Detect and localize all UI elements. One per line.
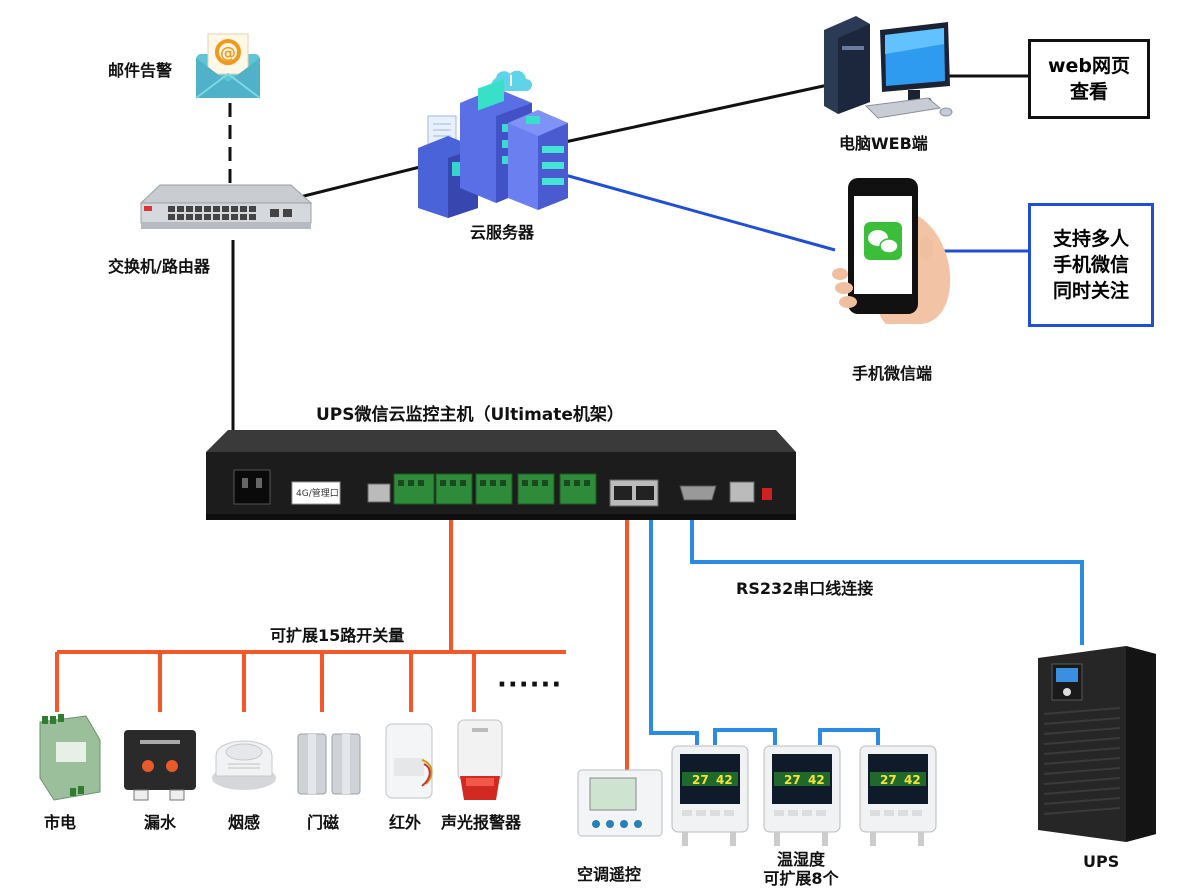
cloud-phone-line	[564, 173, 836, 252]
web-view-line-1: web网页	[1047, 55, 1131, 77]
sensor-label-mains: 市电	[44, 813, 77, 832]
ups-cabinet-icon	[1030, 644, 1162, 848]
temp-humidity-sensor-2: 27 42	[760, 744, 844, 852]
cloud-pc-line	[564, 83, 829, 144]
cloud-server-label: 云服务器	[470, 223, 535, 242]
desktop-pc-icon	[818, 10, 954, 126]
mains-meter-icon	[30, 712, 104, 808]
network-switch-icon	[138, 183, 313, 239]
siren-alarm-icon	[450, 716, 510, 806]
temp-humidity-label: 温湿度 可扩展8个	[763, 850, 838, 888]
sensor-label-smoke: 烟感	[228, 813, 261, 832]
th3-hum-reading: 42	[904, 773, 921, 787]
phone-in-hand-icon	[826, 176, 956, 330]
wechat-line-3: 同时关注	[1052, 280, 1129, 302]
temp-humidity-sensor-1: 27 42	[668, 744, 752, 852]
svg-text:@: @	[220, 43, 236, 62]
switch-input-bus	[55, 507, 566, 712]
infrared-sensor-icon	[382, 720, 440, 806]
ac-remote-label: 空调遥控	[577, 865, 642, 884]
dots-label: ······	[497, 670, 563, 700]
wechat-box: 支持多人 手机微信 同时关注	[1028, 203, 1154, 327]
th3-temp-reading: 27	[880, 773, 897, 787]
smoke-detector-icon	[206, 720, 282, 800]
web-view-box: web网页 查看	[1028, 39, 1150, 119]
rs232-line	[690, 507, 1084, 645]
host-screen-label: 4G/管理口	[296, 489, 339, 499]
web-view-line-2: 查看	[1069, 81, 1108, 103]
email-alert-label: 邮件告警	[108, 61, 173, 80]
host-title: UPS微信云监控主机（Ultimate机架）	[316, 405, 624, 425]
email-alert-icon: @	[192, 28, 264, 104]
ac-remote-icon	[576, 768, 666, 844]
wechat-line-1: 支持多人	[1052, 228, 1129, 250]
wechat-line-2: 手机微信	[1052, 254, 1129, 276]
th1-temp-reading: 27	[692, 773, 709, 787]
th2-temp-reading: 27	[784, 773, 801, 787]
switch-expand-label: 可扩展15路开关量	[270, 626, 405, 645]
pc-web-label: 电脑WEB端	[839, 134, 928, 153]
sensor-label-water: 漏水	[144, 813, 177, 832]
rs232-label: RS232串口线连接	[736, 579, 874, 598]
temp-humidity-sensor-3: 27 42	[856, 744, 940, 852]
mobile-wechat-label: 手机微信端	[852, 364, 933, 383]
switch-cloud-line	[299, 165, 421, 199]
cloud-server-icon	[408, 58, 578, 222]
sensor-label-siren: 声光报警器	[441, 813, 522, 832]
sensor-label-infrared: 红外	[389, 813, 422, 832]
rack-host-device	[204, 430, 800, 526]
door-magnet-icon	[294, 730, 364, 802]
temp-humidity-line-2: 可扩展8个	[763, 869, 839, 888]
th1-hum-reading: 42	[716, 773, 733, 787]
th2-hum-reading: 42	[808, 773, 825, 787]
switch-router-label: 交换机/路由器	[108, 257, 210, 276]
sensor-label-door: 门磁	[307, 813, 340, 832]
temp-humidity-line-1: 温湿度	[776, 850, 826, 869]
ups-label: UPS	[1083, 852, 1120, 871]
water-leak-icon	[120, 726, 200, 810]
temp-bus	[649, 507, 880, 745]
